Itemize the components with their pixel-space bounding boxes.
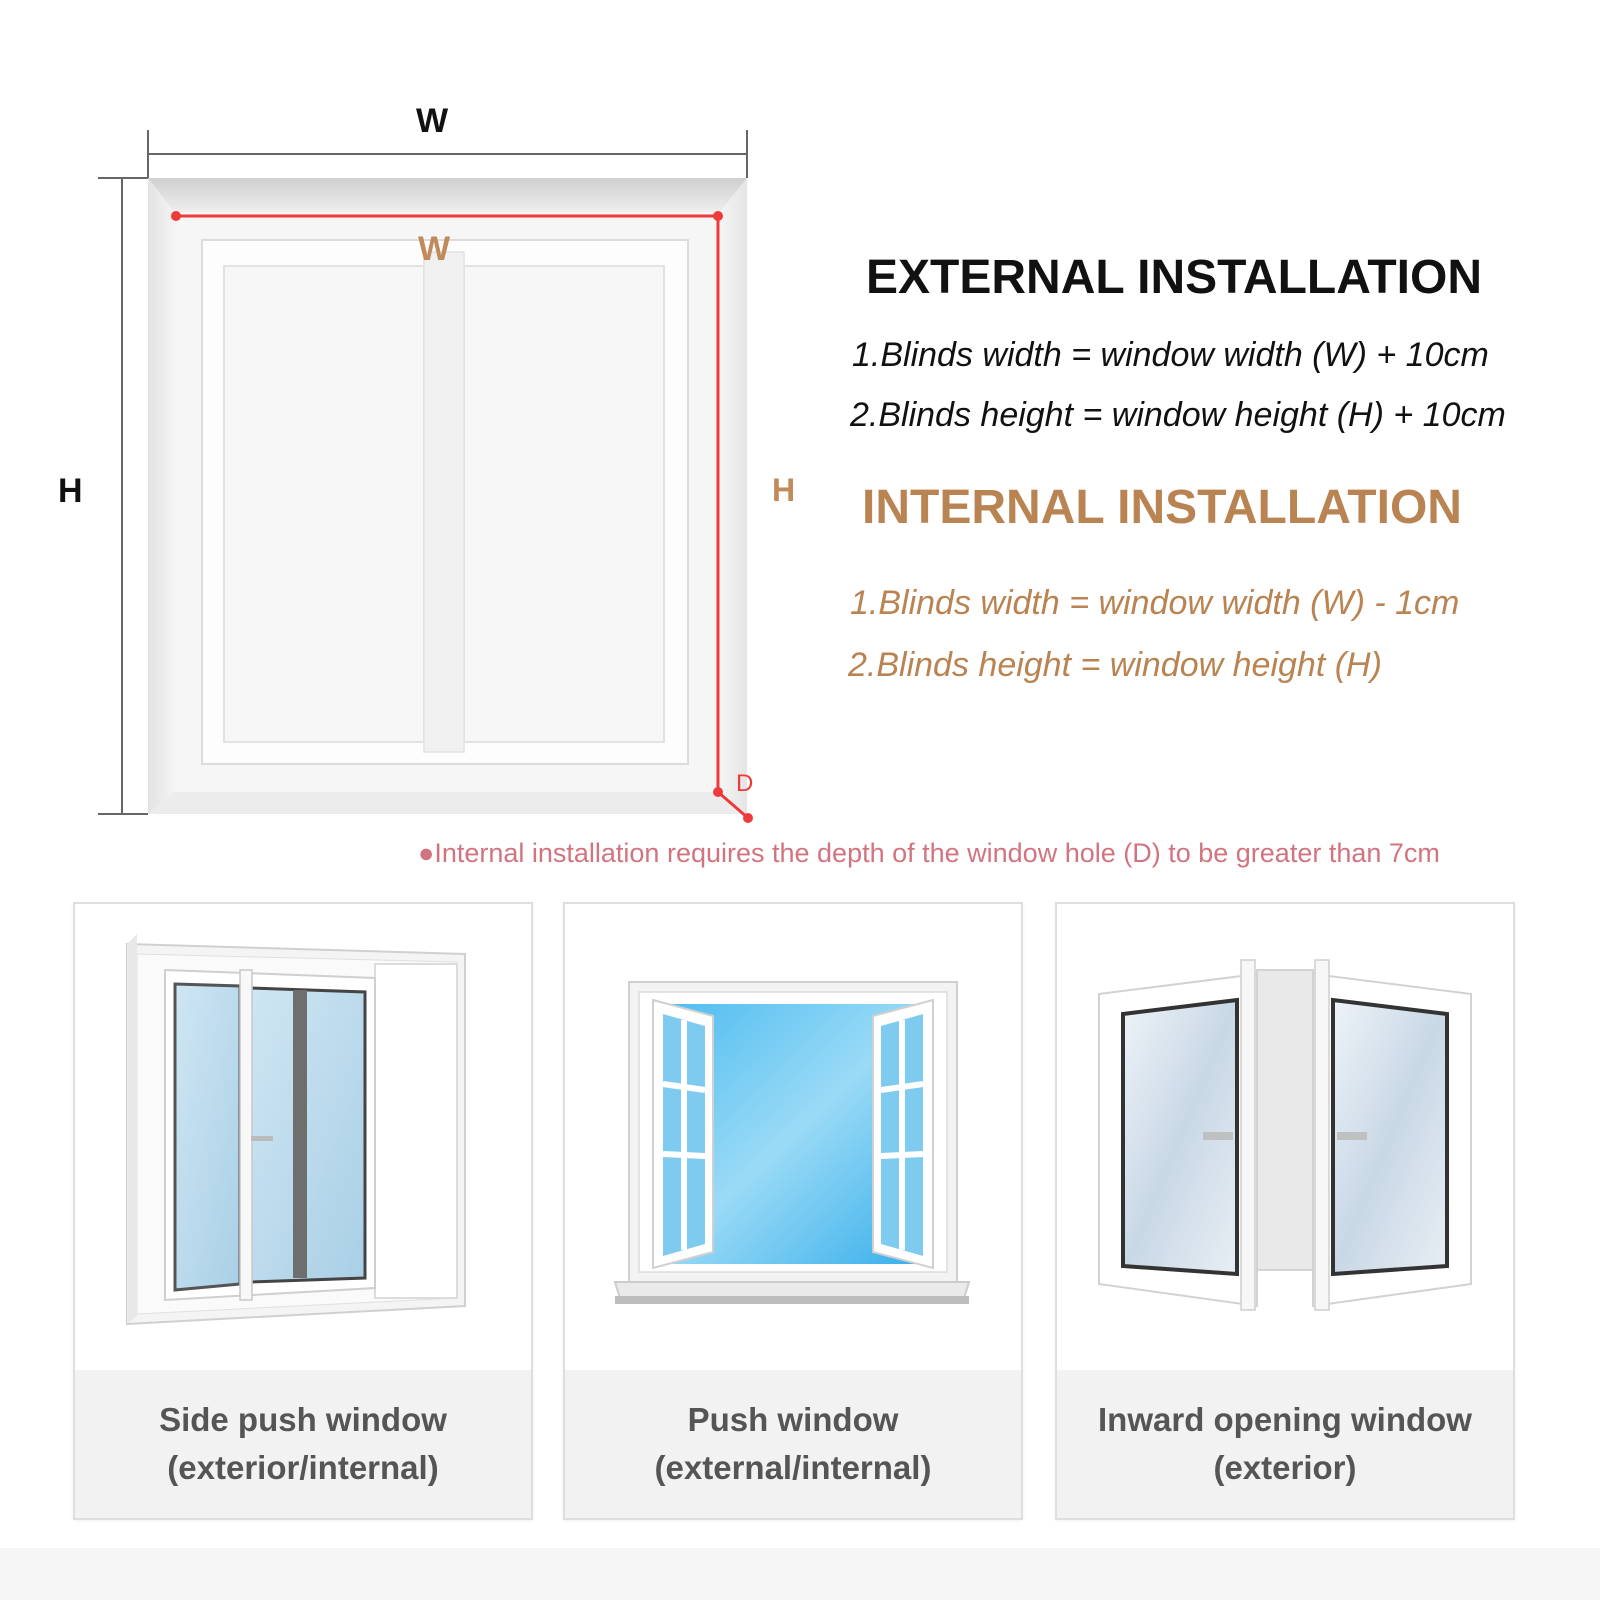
- note-bullet: ●: [418, 838, 435, 868]
- inner-measure-lines: [171, 211, 753, 823]
- window-type-caption: Inward opening window (exterior): [1057, 1370, 1513, 1518]
- external-width-rule: 1.Blinds width = window width (W) + 10cm: [852, 336, 1489, 374]
- inner-height-label: H: [772, 472, 796, 508]
- inner-width-label: W: [418, 230, 451, 268]
- internal-height-rule: 2.Blinds height = window height (H): [848, 646, 1382, 684]
- outer-width-dimension: [147, 130, 748, 178]
- window-type-card-push: Push window (external/internal): [563, 902, 1023, 1520]
- external-height-rule: 2.Blinds height = window height (H) + 10…: [850, 396, 1506, 434]
- depth-requirement-note: ●Internal installation requires the dept…: [418, 840, 1440, 867]
- internal-width-rule: 1.Blinds width = window width (W) - 1cm: [850, 584, 1460, 622]
- window-type-card-inward-opening: Inward opening window (exterior): [1055, 902, 1515, 1520]
- window-type-caption: Push window (external/internal): [565, 1370, 1021, 1518]
- note-text: Internal installation requires the depth…: [434, 838, 1440, 868]
- outer-height-label: H: [58, 472, 83, 510]
- outer-width-label: W: [416, 102, 449, 140]
- inward-casement-window-icon: [1098, 959, 1472, 1311]
- outward-casement-window-icon: [613, 981, 971, 1304]
- internal-installation-title: INTERNAL INSTALLATION: [862, 481, 1462, 534]
- window-type-installation: (exterior): [1213, 1449, 1357, 1486]
- bottom-strip: [0, 1548, 1600, 1600]
- depth-label: D: [736, 770, 754, 797]
- window-frame: [201, 239, 689, 765]
- window-type-caption: Side push window (exterior/internal): [75, 1370, 531, 1518]
- outer-height-dimension: [98, 177, 148, 815]
- window-type-name: Push window: [687, 1401, 899, 1438]
- window-type-card-side-push: Side push window (exterior/internal): [73, 902, 533, 1520]
- window-type-name: Side push window: [159, 1401, 447, 1438]
- sliding-window-icon: [126, 934, 466, 1326]
- window-type-name: Inward opening window: [1098, 1401, 1472, 1438]
- window-type-installation: (external/internal): [654, 1449, 932, 1486]
- window-type-installation: (exterior/internal): [167, 1449, 439, 1486]
- external-installation-title: EXTERNAL INSTALLATION: [866, 251, 1482, 304]
- window-measurement-diagram: [98, 130, 753, 823]
